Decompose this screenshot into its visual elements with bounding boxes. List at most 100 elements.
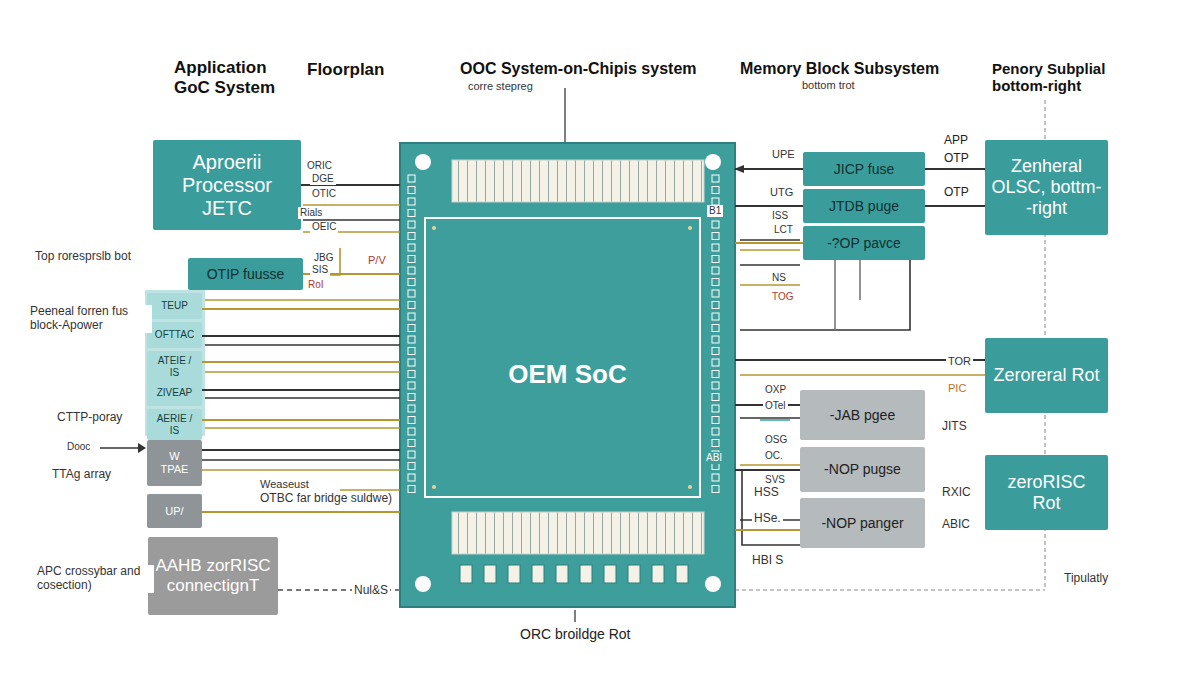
pin-name: ABI xyxy=(704,452,724,464)
drawing-part xyxy=(712,486,719,493)
node-text: JICP fuse xyxy=(834,161,894,177)
title-text: OOC System-on-Chipis system xyxy=(458,60,699,78)
node-text: TEUP xyxy=(161,300,188,312)
connector xyxy=(202,419,400,421)
node-text: Aproerii Processor JETC xyxy=(159,151,295,220)
drawing-part xyxy=(408,405,415,412)
fuse-block: OTIP fuusse xyxy=(188,258,303,290)
pin-name: B1 xyxy=(707,205,723,217)
drawing-part xyxy=(340,489,400,491)
node-text: AAHB zorRISC xyxy=(155,556,270,576)
stack-cell: ZIVEAP xyxy=(147,380,202,406)
drawing-part xyxy=(408,486,415,493)
drawing-part xyxy=(712,440,719,447)
drawing-part xyxy=(580,565,592,583)
node-text: -?OP pavce xyxy=(827,235,901,251)
drawing-part xyxy=(408,233,415,240)
connector xyxy=(202,511,400,513)
core-dot xyxy=(688,485,692,489)
drawing-part xyxy=(712,221,719,228)
drawing-part xyxy=(202,427,400,429)
side-note: Dooc xyxy=(65,441,92,453)
pin-name: LCT xyxy=(772,224,795,236)
wire-bundle xyxy=(202,205,1045,545)
bottom-label: ORC broildge Rot xyxy=(518,626,633,642)
corner-hole xyxy=(705,576,721,592)
drawing-part xyxy=(712,348,719,355)
title-text: Floorplan xyxy=(305,60,386,80)
pin-name: UPE xyxy=(770,148,797,161)
drawing-part xyxy=(408,175,415,182)
drawing-part xyxy=(202,469,400,471)
pin-name: RoI xyxy=(306,279,326,291)
drawing-part xyxy=(408,428,415,435)
connector xyxy=(735,469,800,471)
drawing-part xyxy=(740,249,800,251)
drawing-part xyxy=(712,382,719,389)
pin-name: OEIC xyxy=(310,221,338,233)
connector xyxy=(735,205,803,207)
node-text: W xyxy=(169,450,179,463)
connector xyxy=(735,168,803,170)
drawing-part xyxy=(408,198,415,205)
drawing-part xyxy=(408,394,415,401)
drawing-part xyxy=(408,290,415,297)
node-text: -JAB pgee xyxy=(830,407,895,423)
drawing-part xyxy=(408,440,415,447)
pin-name: JBG xyxy=(312,252,335,264)
drawing-part xyxy=(712,474,719,481)
side-note: TTAg array xyxy=(50,468,113,482)
pin-name: APP xyxy=(942,134,970,148)
corner-hole xyxy=(415,154,431,170)
side-note: APC crossybar and cosection) xyxy=(35,565,154,593)
pin-header xyxy=(452,160,704,202)
pin-name: OTP xyxy=(942,186,971,200)
drawing-part xyxy=(712,256,719,263)
node-text: Zenheral OLSC, bottm--right xyxy=(991,156,1102,218)
drawing-part xyxy=(408,451,415,458)
page-block: -NOP pugse xyxy=(800,447,925,492)
drawing-part xyxy=(676,565,688,583)
connector xyxy=(202,389,400,391)
drawing-part xyxy=(532,565,544,583)
title-text: Penory Subplial bottom-right xyxy=(990,60,1134,95)
drawing-part xyxy=(712,428,719,435)
pin-row xyxy=(712,175,719,493)
drawing-part xyxy=(408,371,415,378)
drawing-part xyxy=(740,264,800,266)
connector xyxy=(735,242,803,244)
pin-name: ABIC xyxy=(940,518,972,532)
drawing-part xyxy=(303,204,400,206)
note-text: OTBC far bridge suldwe) xyxy=(258,492,394,506)
pin-name: JITS xyxy=(940,420,969,434)
pin-name: NS xyxy=(770,272,788,284)
pin-name: ORIC xyxy=(305,160,334,172)
side-note: Tipulatly xyxy=(1062,572,1110,586)
pin-name: RXIC xyxy=(940,486,973,500)
drawing-part xyxy=(408,313,415,320)
drawing-part xyxy=(408,348,415,355)
connector xyxy=(202,449,400,451)
drawing-part xyxy=(202,344,400,346)
drawing-part xyxy=(604,565,616,583)
connector xyxy=(735,529,800,531)
debug-block: -?OP pavce xyxy=(803,226,925,260)
node-text: ATEIE / IS xyxy=(153,355,196,378)
pin-name: PIC xyxy=(946,382,968,395)
drawing-part xyxy=(712,267,719,274)
drawing-part xyxy=(484,565,496,583)
drawing-part xyxy=(712,233,719,240)
fuse-block: JICP fuse xyxy=(803,152,925,186)
pin-name: OC. xyxy=(763,450,785,462)
node-text: connectignT xyxy=(167,576,260,596)
node-text: JTDB puge xyxy=(829,198,899,214)
chip-core-outline xyxy=(425,218,700,497)
drawing-part xyxy=(740,417,800,419)
drawing-part xyxy=(712,394,719,401)
drawing-part xyxy=(712,313,719,320)
pin-row xyxy=(408,175,415,493)
drawing-part xyxy=(202,299,400,301)
pin-name: OSG xyxy=(763,434,789,446)
corner-hole xyxy=(415,576,431,592)
stack-cell: TEUP xyxy=(147,293,202,319)
